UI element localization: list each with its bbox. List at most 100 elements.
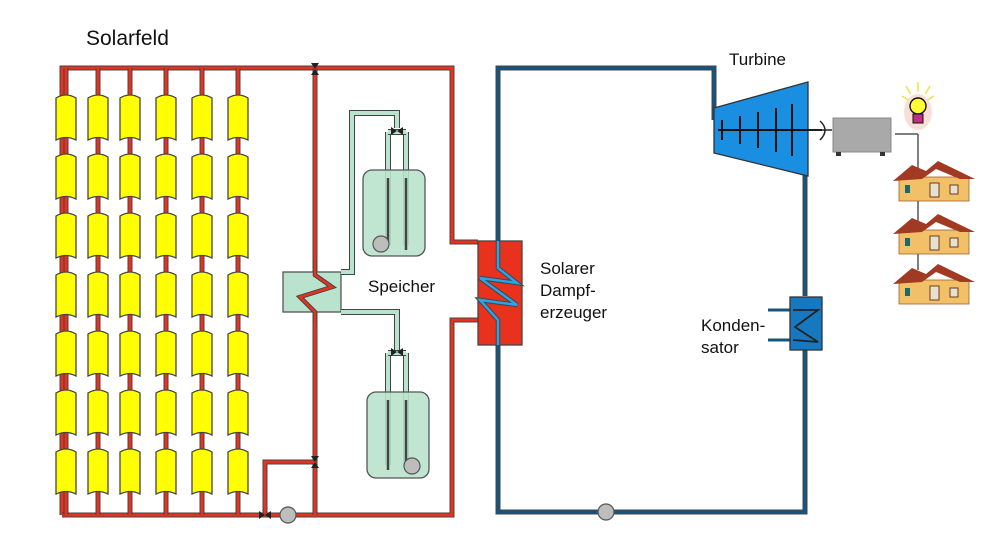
collector-1-6 [55, 389, 77, 437]
collector-3-5 [119, 330, 141, 378]
house-window-left [905, 288, 910, 296]
collector-1-2 [55, 153, 77, 201]
collector-5-3 [191, 212, 213, 260]
collector-6-6 [227, 389, 249, 437]
house-roof [893, 264, 975, 284]
generator-body [832, 117, 892, 153]
storage-pipe-cold-lower-outline [341, 309, 400, 350]
storage-pipe-cold-lower [341, 309, 400, 350]
valve-hot-tank-right [397, 127, 403, 135]
storage-pipe-hot-upper-core [341, 111, 399, 274]
collector-4-5 [155, 330, 177, 378]
valve-cold-tank [391, 348, 403, 356]
storage-hx-coil-core [297, 260, 335, 322]
valve-top [311, 63, 319, 75]
valve-top-bottom [311, 69, 319, 75]
label-storage: Speicher [368, 277, 436, 296]
collector-6-5 [227, 330, 249, 378]
storage-system [282, 110, 430, 479]
hot-storage-tank [362, 169, 426, 257]
valve-cold-tank-left [391, 348, 397, 356]
collector-4-6 [155, 389, 177, 437]
label-condenser-1: Konden- [701, 316, 766, 335]
steam-line-to-turbine-core [496, 66, 716, 241]
steam-line-to-turbine [495, 65, 717, 241]
valve-bottom [259, 511, 271, 519]
pump-feedwater [597, 503, 615, 521]
label-turbine: Turbine [729, 50, 787, 69]
collector-2-4 [87, 271, 109, 319]
house-window-left [905, 185, 910, 193]
bulb-ray-2 [927, 95, 935, 101]
collector-1-5 [55, 330, 77, 378]
bulb-ray-1 [901, 95, 909, 101]
generator-foot-right [880, 152, 885, 156]
collector-6-2 [227, 153, 249, 201]
house-roof [893, 214, 975, 234]
collector-1-3 [55, 212, 77, 260]
collector-4-1 [155, 94, 177, 142]
return-line [296, 317, 478, 518]
bulb-base [912, 113, 924, 124]
consumers [893, 82, 975, 305]
collector-3-1 [119, 94, 141, 142]
condensate-line-core [614, 350, 807, 514]
collector-5-5 [191, 330, 213, 378]
light-bulb-icon [901, 82, 935, 130]
feedwater-line-outline [495, 345, 598, 515]
label-condenser-2: sator [701, 338, 739, 357]
house-window-center [929, 235, 940, 251]
feedwater-line [495, 345, 598, 515]
storage-pipe-cold-lower-core [341, 310, 399, 350]
valve-top-top [311, 63, 319, 69]
valve-bypass-bottom [311, 462, 319, 468]
collector-4-4 [155, 271, 177, 319]
pump-cold-tank [403, 457, 421, 475]
valve-bottom-left [259, 511, 265, 519]
collector-5-4 [191, 271, 213, 319]
label-steam-generator-3: erzeuger [540, 303, 608, 322]
turbine [713, 81, 826, 177]
valve-bypass-top [311, 456, 319, 462]
collector-2-7 [87, 448, 109, 496]
collector-2-2 [87, 153, 109, 201]
collector-5-1 [191, 94, 213, 142]
house-icon-3 [893, 264, 975, 305]
valve-hot-tank-left [391, 127, 397, 135]
collector-2-5 [87, 330, 109, 378]
pump-solar-loop-body [279, 506, 297, 524]
valve-bottom-right [265, 511, 271, 519]
collector-4-7 [155, 448, 177, 496]
collector-3-4 [119, 271, 141, 319]
house-window-center [929, 182, 940, 198]
house-icon-2 [893, 214, 975, 255]
label-steam-generator-1: Solarer [540, 259, 595, 278]
collector-2-6 [87, 389, 109, 437]
bypass-loop-core [263, 460, 315, 515]
valve-bypass [311, 456, 319, 468]
feedwater-line-core [496, 345, 598, 514]
collector-6-7 [227, 448, 249, 496]
pump-hot-tank-body [372, 235, 390, 253]
house-window-left [905, 238, 910, 246]
house-roof [893, 161, 975, 181]
generator-foot-left [836, 152, 841, 156]
generator [808, 117, 892, 156]
condensate-line-outline [614, 350, 808, 515]
return-line-core [296, 318, 478, 517]
pump-feedwater-body [597, 503, 615, 521]
collector-2-1 [87, 94, 109, 142]
collector-3-3 [119, 212, 141, 260]
collector-5-2 [191, 153, 213, 201]
pump-cold-tank-body [403, 457, 421, 475]
collector-6-1 [227, 94, 249, 142]
bypass-loop [262, 459, 315, 515]
collector-2-3 [87, 212, 109, 260]
solar-field [55, 94, 249, 496]
collector-1-1 [55, 94, 77, 142]
condenser-coil [792, 309, 821, 343]
pump-hot-tank [372, 235, 390, 253]
collector-6-4 [227, 271, 249, 319]
